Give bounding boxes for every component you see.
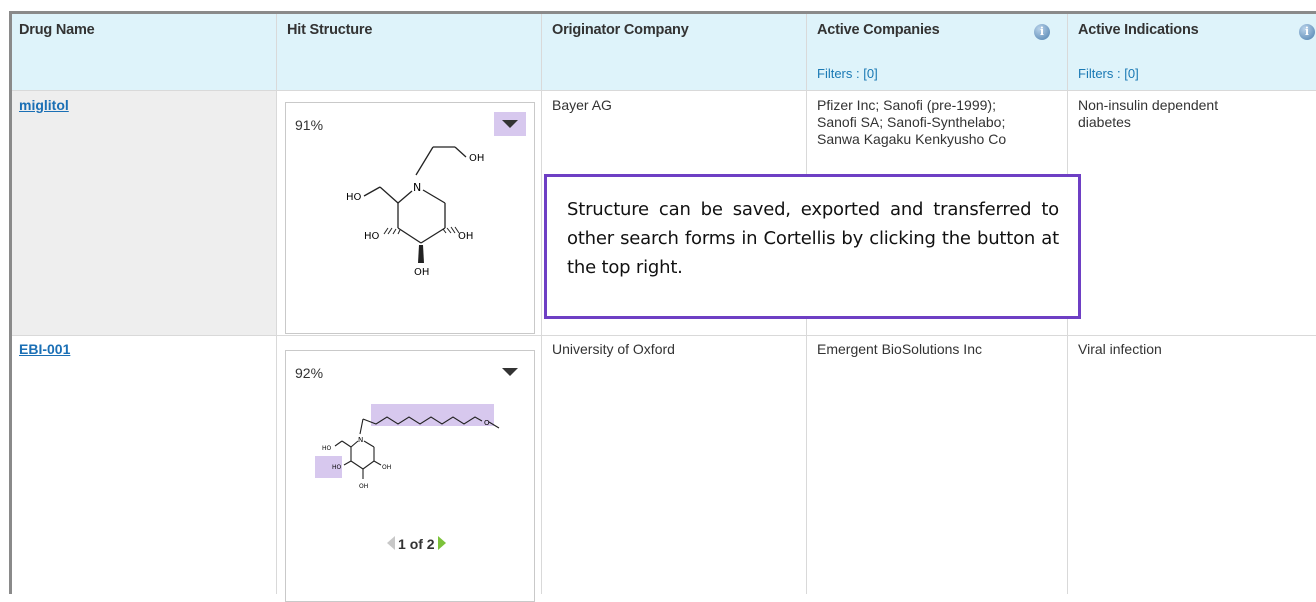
row-divider <box>12 90 1316 91</box>
header-hit-structure[interactable]: Hit Structure <box>287 22 373 38</box>
filters-active-companies[interactable]: Filters : [0] <box>817 66 878 81</box>
atom-label: OH <box>469 153 484 164</box>
ebi-001-structure: O HO N HO OH OH <box>315 404 500 490</box>
info-icon[interactable]: i <box>1034 24 1050 40</box>
atom-label: N <box>358 436 363 444</box>
miglitol-structure: OH HO N HO OH OH <box>346 146 484 278</box>
company-line: Sanofi SA; Sanofi-Synthelabo; <box>817 114 1006 130</box>
active-companies: Emergent BioSolutions Inc <box>817 341 982 357</box>
header-active-indications[interactable]: Active Indications <box>1078 22 1199 38</box>
results-table: Drug Name Hit Structure Originator Compa… <box>9 11 1316 602</box>
column-divider <box>541 14 542 594</box>
structure-pager: 1 of 2 <box>387 536 446 552</box>
atom-label: O <box>484 419 490 427</box>
active-indications: Non-insulin dependent diabetes <box>1078 97 1218 131</box>
column-divider <box>276 14 277 594</box>
atom-label: HO <box>364 231 380 242</box>
header-active-companies[interactable]: Active Companies <box>817 22 940 38</box>
pager-total: 2 <box>426 536 435 552</box>
help-callout: Structure can be saved, exported and tra… <box>544 174 1081 319</box>
indication-line: diabetes <box>1078 114 1131 130</box>
callout-text: Structure can be saved, exported and tra… <box>567 199 1059 278</box>
atom-label: HO <box>322 445 332 452</box>
indication-line: Non-insulin dependent <box>1078 97 1219 113</box>
originator-company: Bayer AG <box>552 97 612 113</box>
atom-label: OH <box>359 483 368 490</box>
match-highlight <box>371 404 494 426</box>
atom-label: HO <box>332 464 342 471</box>
header-drug-name[interactable]: Drug Name <box>19 22 95 38</box>
similarity-score: 92% <box>295 365 324 381</box>
structure-card: 91% <box>285 102 535 334</box>
info-icon[interactable]: i <box>1299 24 1315 40</box>
atom-label: OH <box>382 464 391 471</box>
active-companies: Pfizer Inc; Sanofi (pre-1999); Sanofi SA… <box>817 97 1062 148</box>
drug-link-miglitol[interactable]: miglitol <box>19 97 69 113</box>
match-highlight <box>315 456 342 478</box>
pager-separator: of <box>409 536 423 552</box>
header-originator-company[interactable]: Originator Company <box>552 22 689 38</box>
pager-current: 1 <box>398 536 406 552</box>
drug-link-ebi-001[interactable]: EBI-001 <box>19 341 71 357</box>
atom-label: OH <box>414 267 429 278</box>
structure-card: 92% O HO <box>285 350 535 602</box>
next-arrow-icon[interactable] <box>437 536 446 550</box>
structure-menu-button[interactable] <box>494 112 526 136</box>
originator-company: University of Oxford <box>552 341 675 357</box>
chevron-down-icon <box>502 120 518 128</box>
atom-label: HO <box>346 192 362 203</box>
previous-arrow-icon[interactable] <box>387 536 395 550</box>
atom-label: N <box>413 181 421 194</box>
chevron-down-icon <box>502 368 518 376</box>
filters-active-indications[interactable]: Filters : [0] <box>1078 66 1139 81</box>
similarity-score: 91% <box>295 117 324 133</box>
atom-label: OH <box>458 231 473 242</box>
active-indications: Viral infection <box>1078 341 1162 357</box>
table-header <box>12 14 1316 90</box>
row-divider <box>12 335 1316 336</box>
company-line: Pfizer Inc; Sanofi (pre-1999); <box>817 97 996 113</box>
company-line: Sanwa Kagaku Kenkyusho Co <box>817 131 1007 147</box>
structure-menu-button[interactable] <box>494 360 526 384</box>
row-shade <box>12 91 276 335</box>
